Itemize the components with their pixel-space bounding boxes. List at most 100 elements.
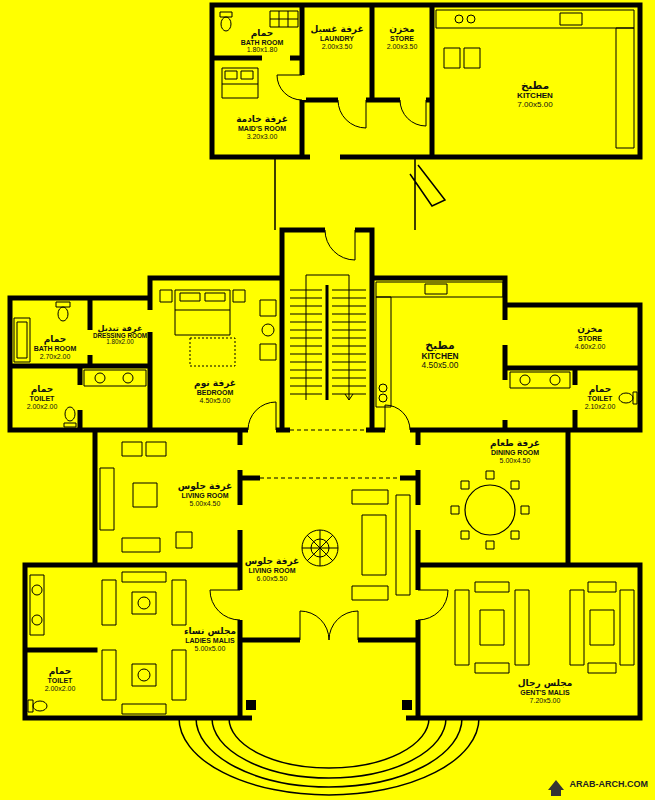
room-name: BATH ROOM <box>241 39 284 47</box>
room-dimensions: 2.70x2.00 <box>40 353 71 361</box>
room-dimensions: 4.50x5.00 <box>200 397 231 405</box>
label-stack: مطبخKITCHEN7.00x5.00 <box>517 80 553 109</box>
room-dimensions: 7.20x5.00 <box>530 697 561 705</box>
walkway-line <box>275 157 445 230</box>
room-name: LIVING ROOM <box>181 492 228 500</box>
room-name-arabic: غرفة جلوس <box>178 482 232 492</box>
door-opening <box>385 426 410 434</box>
room-area: غرفة جلوسLIVING ROOM6.00x5.50 <box>242 480 416 638</box>
furniture <box>14 10 637 714</box>
room-dimensions: 6.00x5.50 <box>257 575 288 583</box>
label-stack: حمامTOILET2.00x2.00 <box>45 667 76 692</box>
label-stack: غرفة غسيلLAUNDRY2.00x3.50 <box>310 25 363 50</box>
coffee-table <box>138 597 150 609</box>
room-area: غرفة جلوسLIVING ROOM5.00x4.50 <box>97 432 238 563</box>
door-opening <box>236 445 244 470</box>
room-dimensions: 3.20x3.00 <box>247 133 278 141</box>
door-swing <box>210 75 448 640</box>
label-stack: مجلس رجالGENT'S MALIS7.20x5.00 <box>518 679 572 704</box>
ornament <box>302 530 338 566</box>
column <box>402 700 412 710</box>
label-stack: مجلس نساءLADIES MALIS5.00x5.00 <box>184 627 236 652</box>
room-name: LAUNDRY <box>320 35 354 43</box>
label-stack: غرفة جلوسLIVING ROOM6.00x5.50 <box>245 557 299 582</box>
bed-rug <box>190 338 235 366</box>
door-opening <box>252 714 406 722</box>
room-name-arabic: حمام <box>589 385 612 395</box>
room-name-arabic: غرفة تبديل <box>98 324 143 333</box>
room-name-arabic: مجلس رجال <box>518 679 572 689</box>
room-area: حمامBATH ROOM2.70x2.00 <box>12 300 88 364</box>
room-area: حمامBATH ROOM1.80x1.80 <box>217 8 300 56</box>
entrance-steps <box>179 718 479 795</box>
side-table <box>262 324 274 336</box>
room-name-arabic: مطبخ <box>425 340 454 352</box>
open-threshold <box>260 430 400 478</box>
room-area: حمامTOILET2.00x2.00 <box>27 567 93 716</box>
door-opening <box>86 330 94 355</box>
door-opening <box>571 385 579 410</box>
door-opening <box>325 226 355 234</box>
label-stack: حمامTOILET2.10x2.00 <box>585 385 616 410</box>
label-stack: حمامTOILET2.00x2.00 <box>27 385 58 410</box>
room-name: TOILET <box>30 395 55 403</box>
door-opening <box>146 310 154 332</box>
logo-mark <box>548 780 564 796</box>
room-dimensions: 7.00x5.00 <box>517 101 552 110</box>
label-stack: حمامBATH ROOM2.70x2.00 <box>34 335 77 360</box>
room-name-arabic: غرفة غسيل <box>310 25 363 35</box>
room-name: LADIES MALIS <box>185 637 234 645</box>
door-opening <box>76 385 84 410</box>
room-name-arabic: مطبخ <box>521 80 549 91</box>
room-name-arabic: مجلس نساء <box>184 627 236 637</box>
room-name-arabic: مخزن <box>577 325 602 335</box>
room-dimensions: 4.60x2.00 <box>575 343 606 351</box>
room-area: حمامTOILET2.10x2.00 <box>577 370 638 428</box>
door-opening <box>414 505 422 530</box>
room-dimensions: 1.80x1.80 <box>247 46 278 54</box>
room-area: غرفة غسيلLAUNDRY2.00x3.50 <box>304 8 370 98</box>
ornament <box>311 539 329 557</box>
door-opening <box>248 426 276 434</box>
room-area: مجلس رجالGENT'S MALIS7.20x5.00 <box>420 567 638 716</box>
room-area: مخزنSTORE4.60x2.00 <box>507 307 638 366</box>
label-stack: مطبخKITCHEN4.50x5.00 <box>421 340 458 370</box>
stair-arrow <box>306 275 353 400</box>
room-dimensions: 5.00x4.50 <box>500 457 531 465</box>
label-stack: مخزنSTORE4.60x2.00 <box>575 325 606 350</box>
room-name: KITCHEN <box>517 92 553 101</box>
door-opening <box>338 96 366 104</box>
room-dimensions: 2.00x2.00 <box>27 403 58 411</box>
room-name-arabic: غرفة خادمة <box>236 115 288 125</box>
label-stack: غرفة طعامDINING ROOM5.00x4.50 <box>490 439 540 464</box>
label-stack: غرفة خادمةMAID'S ROOM3.20x3.00 <box>236 115 288 140</box>
room-dimensions: 2.10x2.00 <box>585 403 616 411</box>
room-area: غرفة تبديلDRESSING ROOM1.80x2.00 <box>92 300 148 364</box>
room-name: GENT'S MALIS <box>520 689 570 697</box>
room-name: KITCHEN <box>421 352 458 361</box>
room-area: مخزنSTORE2.00x3.50 <box>374 8 430 98</box>
label-stack: غرفة نومBEDROOM4.50x5.00 <box>194 379 236 404</box>
room-name: DINING ROOM <box>491 449 539 457</box>
room-name: TOILET <box>588 395 613 403</box>
room-area: مجلس نساءLADIES MALIS5.00x5.00 <box>97 567 238 716</box>
label-stack: غرفة جلوسLIVING ROOM5.00x4.50 <box>178 482 232 507</box>
room-dimensions: 5.00x4.50 <box>190 500 221 508</box>
label-stack: مخزنSTORE2.00x3.50 <box>387 25 418 50</box>
room-area: غرفة خادمةMAID'S ROOM3.20x3.00 <box>217 60 300 155</box>
room-name: STORE <box>578 335 602 343</box>
column <box>246 700 256 710</box>
room-name: BATH ROOM <box>34 345 77 353</box>
room-area: غرفة نومBEDROOM4.50x5.00 <box>152 280 280 428</box>
door-opening <box>414 445 422 470</box>
dining-table <box>465 485 515 535</box>
room-dimensions: 5.00x5.00 <box>195 645 226 653</box>
wall <box>10 5 640 718</box>
room-name-arabic: غرفة جلوس <box>245 557 299 567</box>
room-name: TOILET <box>48 677 73 685</box>
room-name-arabic: حمام <box>44 335 67 345</box>
room-name: STORE <box>390 35 414 43</box>
room-name-arabic: حمام <box>251 29 274 39</box>
